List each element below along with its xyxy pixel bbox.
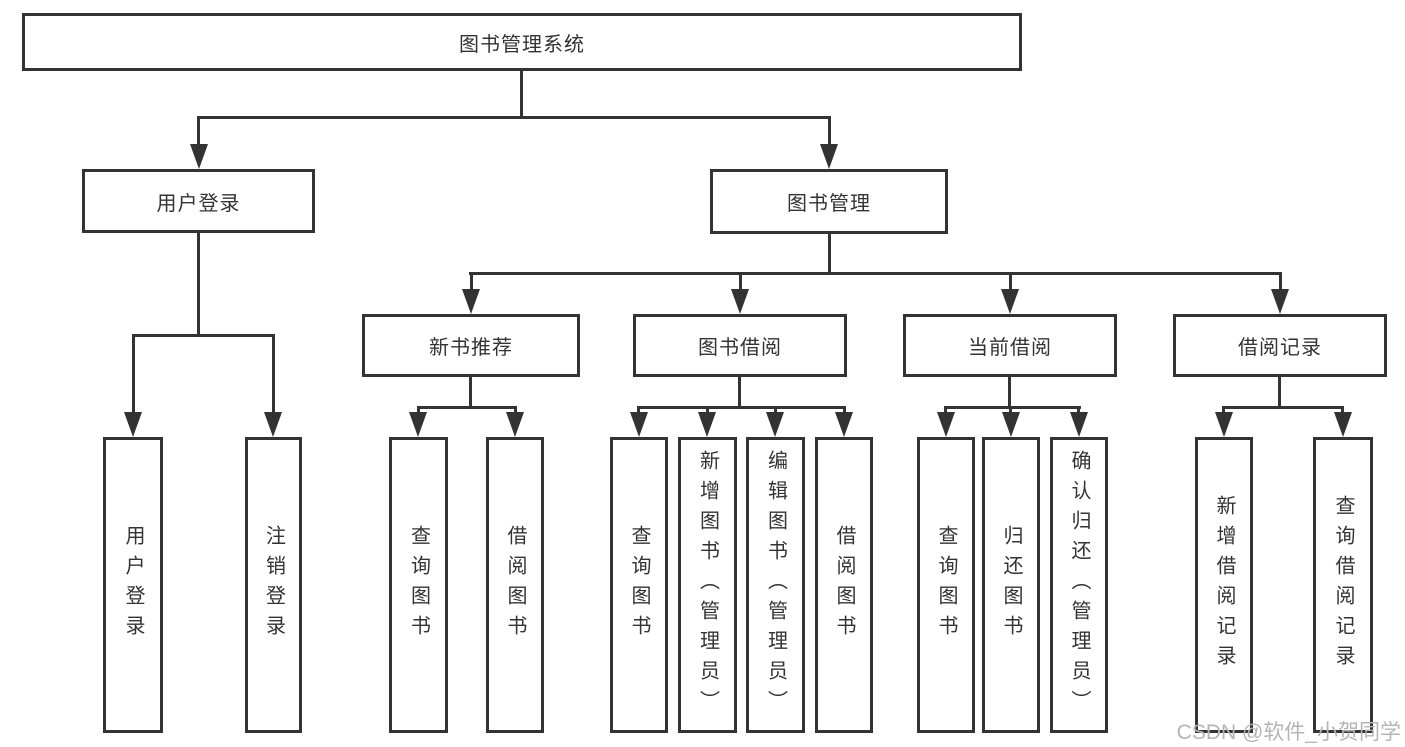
- connector-line: [197, 116, 831, 119]
- node-user-login: 用户登录: [82, 169, 315, 233]
- arrow-down-icon: [1271, 289, 1289, 314]
- arrow-down-icon: [462, 289, 480, 314]
- arrow-down-icon: [698, 412, 716, 437]
- connector-line: [417, 406, 420, 415]
- connector-line: [828, 233, 831, 275]
- node-library-management-system: 图书管理系统: [22, 13, 1022, 71]
- leaf-label: 编辑图书（管理员）: [764, 450, 787, 720]
- node-book-borrowing: 图书借阅: [633, 314, 847, 377]
- arrow-down-icon: [1334, 412, 1352, 437]
- leaf-label: 查询借阅记录: [1332, 495, 1354, 675]
- csdn-watermark: CSDN @软件_小贺同学: [1176, 721, 1401, 744]
- leaf-label: 用户登录: [122, 525, 144, 645]
- arrow-down-icon: [409, 412, 427, 437]
- node-new-book-recommendation: 新书推荐: [362, 314, 580, 377]
- arrow-down-icon: [1001, 289, 1019, 314]
- leaf-label: 注销登录: [262, 525, 285, 645]
- leaf-label: 归还图书: [1000, 525, 1022, 645]
- connector-line: [843, 406, 846, 415]
- connector-line: [738, 377, 741, 409]
- leaf-query-borrow-record: 查询借阅记录: [1313, 437, 1373, 733]
- leaf-edit-book-admin: 编辑图书（管理员）: [746, 437, 805, 733]
- connector-line: [469, 377, 472, 409]
- connector-line: [1222, 406, 1344, 409]
- connector-line: [1009, 406, 1012, 415]
- connector-line: [944, 406, 947, 415]
- connector-line: [132, 334, 275, 337]
- leaf-logout: 注销登录: [245, 437, 302, 733]
- connector-line: [197, 233, 200, 337]
- connector-line: [828, 116, 831, 147]
- leaf-query-books-recommend: 查询图书: [389, 437, 448, 733]
- node-book-management: 图书管理: [710, 169, 948, 234]
- leaf-label: 查询图书: [628, 525, 650, 645]
- leaf-label: 查询图书: [407, 525, 430, 645]
- leaf-borrow-books: 借阅图书: [815, 437, 873, 733]
- connector-line: [272, 334, 275, 415]
- arrow-down-icon: [820, 144, 838, 169]
- connector-line: [1009, 272, 1012, 292]
- connector-line: [1278, 377, 1281, 409]
- leaf-confirm-return-admin: 确认归还（管理员）: [1050, 437, 1108, 733]
- leaf-label: 确认归还（管理员）: [1068, 450, 1090, 720]
- arrow-down-icon: [630, 412, 648, 437]
- node-borrowing-records: 借阅记录: [1173, 314, 1387, 377]
- node-current-borrowing: 当前借阅: [903, 314, 1117, 377]
- connector-line: [774, 406, 777, 415]
- leaf-borrow-books-recommend: 借阅图书: [486, 437, 544, 733]
- connector-line: [1222, 406, 1225, 415]
- arrow-down-icon: [190, 144, 208, 169]
- connector-line: [1279, 272, 1282, 292]
- connector-line: [1077, 406, 1080, 415]
- leaf-user-login: 用户登录: [103, 437, 163, 733]
- arrow-down-icon: [835, 412, 853, 437]
- leaf-query-books-current: 查询图书: [917, 437, 975, 733]
- leaf-return-book: 归还图书: [982, 437, 1040, 733]
- leaf-label: 新增图书（管理员）: [696, 450, 719, 720]
- connector-line: [637, 406, 640, 415]
- leaf-label: 借阅图书: [504, 525, 526, 645]
- connector-line: [520, 70, 523, 119]
- leaf-add-borrow-record: 新增借阅记录: [1195, 437, 1253, 733]
- leaf-label: 新增借阅记录: [1213, 495, 1235, 675]
- connector-line: [469, 272, 1282, 275]
- connector-line: [637, 406, 846, 409]
- connector-line: [197, 116, 200, 147]
- leaf-add-book-admin: 新增图书（管理员）: [678, 437, 737, 733]
- connector-line: [514, 406, 517, 415]
- leaf-query-books-borrow: 查询图书: [610, 437, 668, 733]
- connector-line: [1008, 377, 1011, 409]
- leaf-label: 借阅图书: [833, 525, 855, 645]
- arrow-down-icon: [937, 412, 955, 437]
- connector-line: [132, 334, 135, 415]
- connector-line: [944, 406, 1081, 409]
- arrow-down-icon: [506, 412, 524, 437]
- arrow-down-icon: [766, 412, 784, 437]
- leaf-label: 查询图书: [935, 525, 957, 645]
- arrow-down-icon: [731, 289, 749, 314]
- arrow-down-icon: [1070, 412, 1088, 437]
- arrow-down-icon: [1215, 412, 1233, 437]
- connector-line: [706, 406, 709, 415]
- arrow-down-icon: [124, 412, 142, 437]
- connector-line: [470, 272, 473, 292]
- connector-line: [1341, 406, 1344, 415]
- connector-line: [417, 406, 517, 409]
- arrow-down-icon: [1002, 412, 1020, 437]
- connector-line: [739, 272, 742, 292]
- arrow-down-icon: [264, 412, 282, 437]
